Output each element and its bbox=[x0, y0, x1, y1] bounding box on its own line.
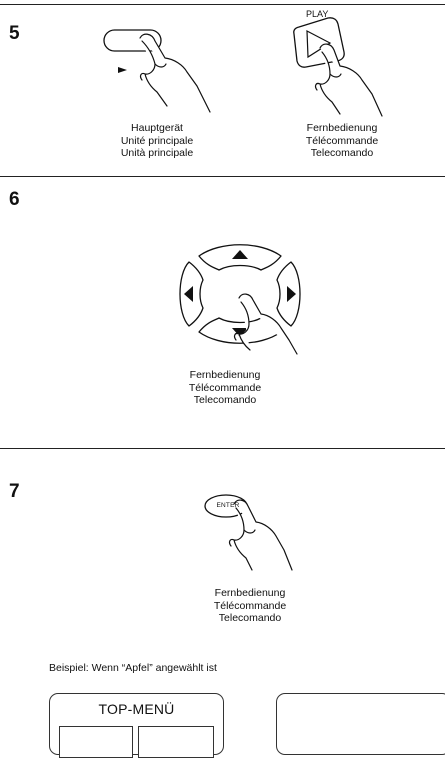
remote-play-button-figure bbox=[293, 17, 383, 117]
caption-line-french: Unité principale bbox=[120, 134, 194, 147]
step-5-remote-caption: Fernbedienung Télécommande Telecomando bbox=[282, 122, 402, 160]
section-6-rule bbox=[0, 176, 445, 177]
top-menu-title: TOP-MENÜ bbox=[98, 701, 175, 717]
enter-button-label: ENTER bbox=[216, 502, 240, 509]
cursor-pad-figure bbox=[179, 244, 301, 355]
step-5-number: 5 bbox=[9, 23, 20, 44]
enter-button-figure bbox=[204, 494, 293, 571]
step-7-remote-caption: Fernbedienung Télécommande Telecomando bbox=[190, 587, 310, 625]
caption-line-italian: Unità principale bbox=[120, 147, 194, 159]
caption-line-french: Télécommande bbox=[213, 599, 287, 612]
blank-screen bbox=[276, 693, 445, 755]
caption-line-italian: Telecomando bbox=[218, 612, 282, 624]
step-7-number: 7 bbox=[9, 481, 20, 502]
example-caption: Beispiel: Wenn “Apfel” angewählt ist bbox=[49, 662, 217, 674]
top-menu-item bbox=[138, 726, 214, 758]
step-6-number: 6 bbox=[9, 189, 20, 210]
step-6-remote-caption: Fernbedienung Télécommande Telecomando bbox=[165, 369, 285, 407]
pressing-hand-icon bbox=[228, 499, 293, 571]
pressing-hand-icon bbox=[139, 33, 211, 113]
main-unit-button-figure bbox=[103, 29, 211, 113]
top-menu-screen: TOP-MENÜ bbox=[49, 693, 224, 758]
step-5-main-unit-caption: Hauptgerät Unité principale Unità princi… bbox=[102, 122, 212, 160]
caption-line-italian: Telecomando bbox=[310, 147, 374, 159]
caption-line-german: Hauptgerät bbox=[131, 122, 183, 134]
play-button-label: PLAY bbox=[306, 9, 329, 19]
caption-line-german: Fernbedienung bbox=[214, 587, 286, 599]
pressing-hand-icon bbox=[233, 293, 298, 355]
caption-line-italian: Telecomando bbox=[193, 394, 257, 406]
caption-line-french: Télécommande bbox=[188, 381, 262, 394]
pressing-hand-icon bbox=[314, 43, 383, 117]
top-menu-item bbox=[59, 726, 133, 758]
caption-line-german: Fernbedienung bbox=[306, 122, 378, 134]
top-rule bbox=[0, 4, 445, 5]
caption-line-german: Fernbedienung bbox=[189, 369, 261, 381]
section-7-rule bbox=[0, 448, 445, 449]
cursor-pad-icon bbox=[179, 244, 301, 344]
caption-line-french: Télécommande bbox=[305, 134, 379, 147]
